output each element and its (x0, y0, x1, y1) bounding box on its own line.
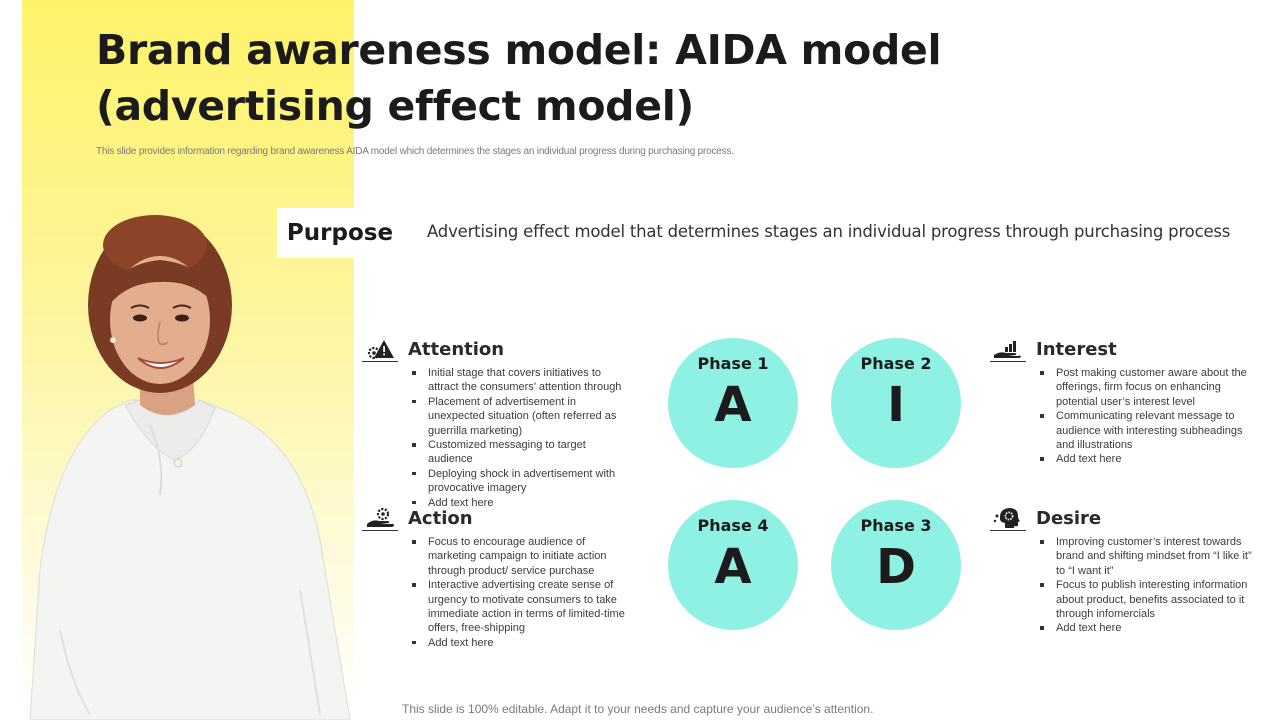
section-attention: Attention Initial stage that covers init… (362, 338, 632, 510)
woman-photo (29, 215, 351, 720)
phase-letter: A (714, 377, 752, 433)
phase-4-circle: Phase 4 A (668, 500, 798, 630)
phase-label: Phase 3 (860, 516, 932, 535)
section-desire-title: Desire (1036, 508, 1102, 529)
phase-label: Phase 1 (697, 354, 769, 373)
list-item: Customized messaging to target audience (410, 438, 632, 467)
list-item: Placement of advertisement in unexpected… (410, 395, 632, 438)
list-item: Add text here (1038, 452, 1260, 466)
phase-3-circle: Phase 3 D (831, 500, 961, 630)
head-gear-icon (990, 506, 1026, 531)
list-item: Add text here (410, 636, 632, 650)
section-action-header: Action (362, 507, 632, 531)
slide-title: Brand awareness model: AIDA model (adver… (96, 22, 996, 134)
list-item: Interactive advertising create sense of … (410, 578, 632, 636)
section-attention-list: Initial stage that covers initiatives to… (362, 366, 632, 510)
slide-subtitle: This slide provides information regardin… (96, 146, 734, 157)
section-desire-header: Desire (990, 507, 1260, 531)
section-attention-title: Attention (408, 339, 505, 360)
phase-label: Phase 2 (860, 354, 932, 373)
list-item: Communicating relevant message to audien… (1038, 409, 1260, 452)
list-item: Post making customer aware about the off… (1038, 366, 1260, 409)
section-desire-list: Improving customer’s interest towards br… (990, 535, 1260, 636)
section-action-list: Focus to encourage audience of marketing… (362, 535, 632, 650)
section-interest-title: Interest (1036, 339, 1117, 360)
list-item: Deploying shock in advertisement with pr… (410, 467, 632, 496)
purpose-text: Advertising effect model that determines… (427, 222, 1231, 241)
hand-gear-icon (362, 506, 398, 531)
section-desire: Desire Improving customer’s interest tow… (990, 507, 1260, 636)
purpose-label: Purpose (286, 220, 394, 246)
title-line-2: (advertising effect model) (96, 82, 694, 130)
hand-growth-icon (990, 337, 1026, 362)
list-item: Add text here (1038, 621, 1260, 635)
list-item: Focus to encourage audience of marketing… (410, 535, 632, 578)
section-interest-list: Post making customer aware about the off… (990, 366, 1260, 467)
section-action: Action Focus to encourage audience of ma… (362, 507, 632, 650)
list-item: Add text here (410, 496, 632, 510)
phase-letter: D (876, 539, 916, 595)
title-line-1: Brand awareness model: AIDA model (96, 26, 942, 74)
section-action-title: Action (408, 508, 473, 529)
phase-label: Phase 4 (697, 516, 769, 535)
phase-letter: I (887, 377, 905, 433)
section-interest: Interest Post making customer aware abou… (990, 338, 1260, 467)
phase-letter: A (714, 539, 752, 595)
purpose-box: Purpose (277, 208, 403, 258)
phase-1-circle: Phase 1 A (668, 338, 798, 468)
section-interest-header: Interest (990, 338, 1260, 362)
list-item: Focus to publish interesting information… (1038, 578, 1260, 621)
list-item: Initial stage that covers initiatives to… (410, 366, 632, 395)
slide-footer: This slide is 100% editable. Adapt it to… (402, 702, 874, 716)
list-item: Improving customer’s interest towards br… (1038, 535, 1260, 578)
phase-2-circle: Phase 2 I (831, 338, 961, 468)
warning-gear-icon (362, 337, 398, 362)
section-attention-header: Attention (362, 338, 632, 362)
